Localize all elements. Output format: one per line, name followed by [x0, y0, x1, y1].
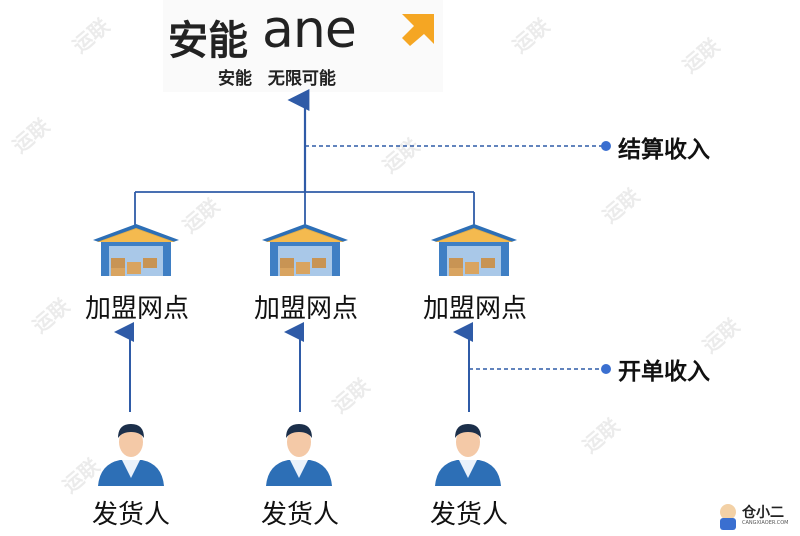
- waybill-income-label: 开单收入: [618, 359, 710, 385]
- dot-bottom: [601, 364, 611, 374]
- mascot-icon: [720, 504, 736, 530]
- shipper-label: 发货人: [91, 500, 170, 530]
- corner-watermark-logo: 仓小二 CANGXIAOER.COM: [716, 500, 796, 534]
- brand-name-cn: 安能: [168, 18, 248, 64]
- dot-top: [601, 141, 611, 151]
- brand-name-en: ane: [262, 0, 357, 60]
- warehouse-icon: [262, 224, 348, 276]
- settlement-income-label: 结算收入: [618, 137, 710, 163]
- warehouse-icon: [93, 224, 179, 276]
- shipper-person-icon: [435, 424, 501, 486]
- logo-arrow-icon: [402, 14, 434, 46]
- corner-logo-text: 仓小二: [742, 505, 784, 521]
- brand-logo: [163, 0, 443, 92]
- franchise-outlet-label: 加盟网点: [422, 294, 527, 324]
- franchise-outlet-label: 加盟网点: [84, 294, 189, 324]
- shipper-person-icon: [98, 424, 164, 486]
- brand-tagline: 安能 无限可能: [218, 69, 336, 89]
- warehouse-icon: [431, 224, 517, 276]
- franchise-outlet-label: 加盟网点: [253, 294, 358, 324]
- corner-logo-sub: CANGXIAOER.COM: [742, 520, 789, 526]
- shipper-label: 发货人: [429, 500, 508, 530]
- shipper-person-icon: [266, 424, 332, 486]
- shipper-label: 发货人: [260, 500, 339, 530]
